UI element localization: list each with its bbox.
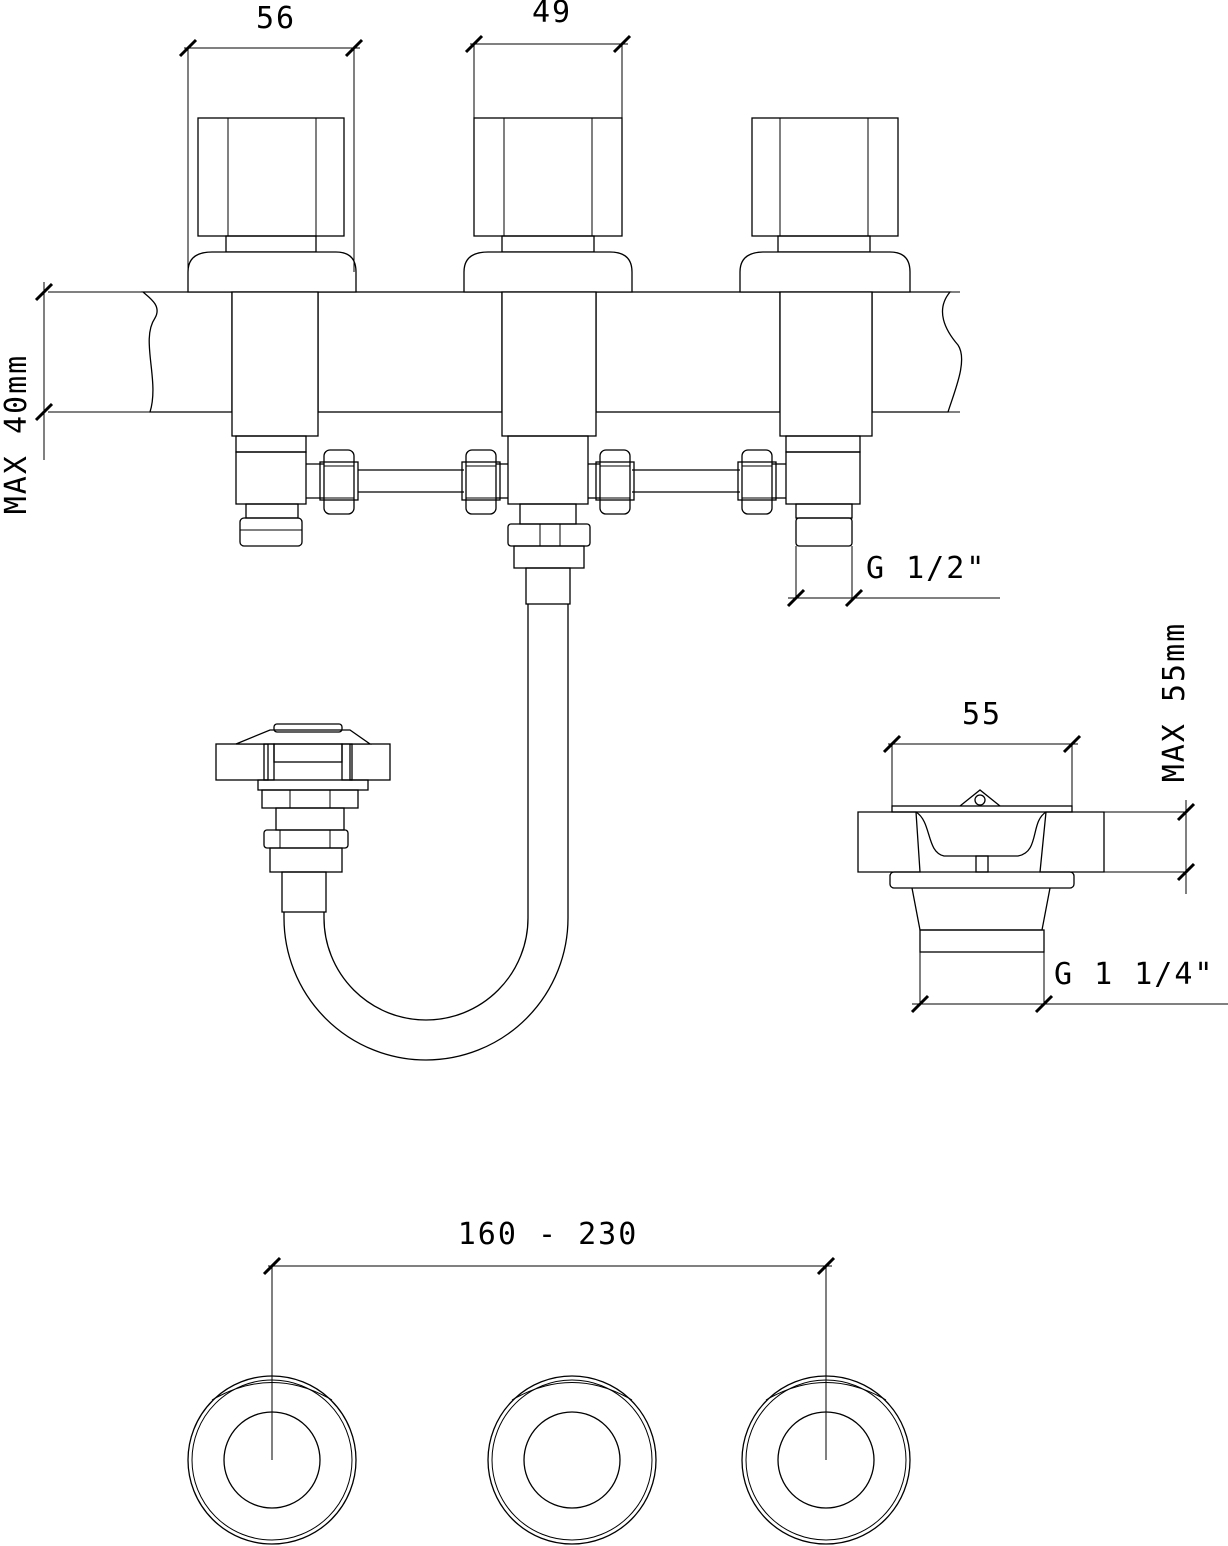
hex-nut [737, 449, 777, 515]
connecting-pipes [306, 449, 786, 515]
label-inlet-thread: G 1/2" [866, 551, 986, 586]
dim-waste-thread [910, 994, 1228, 1014]
flexible-hose [283, 604, 569, 1061]
waste-assembly [857, 789, 1184, 1002]
spout-assembly [215, 723, 391, 913]
dim-center-distance [262, 1256, 836, 1460]
dim-waste-width [882, 734, 1082, 806]
dim-spout-width [464, 34, 632, 118]
label-waste-thread: G 1 1/4" [1054, 957, 1215, 992]
dim-inlet-thread [786, 588, 1000, 608]
hex-nut [461, 449, 501, 515]
label-waste-width: 55 [962, 697, 1002, 732]
dim-max-waste [1176, 800, 1196, 894]
hex-nut [319, 449, 359, 515]
dim-handle-width [178, 38, 364, 272]
rosette-center [487, 1375, 657, 1545]
label-center-distance: 160 - 230 [458, 1217, 639, 1252]
label-max-waste: MAX 55mm [1157, 622, 1192, 783]
label-handle-width: 56 [256, 1, 296, 36]
label-spout-width: 49 [532, 0, 572, 30]
dim-max-deck [34, 282, 54, 460]
label-max-deck: MAX 40mm [0, 354, 34, 515]
left-valve [187, 117, 357, 547]
hex-nut [595, 449, 635, 515]
center-spout-body [463, 117, 633, 605]
right-valve [739, 117, 911, 598]
